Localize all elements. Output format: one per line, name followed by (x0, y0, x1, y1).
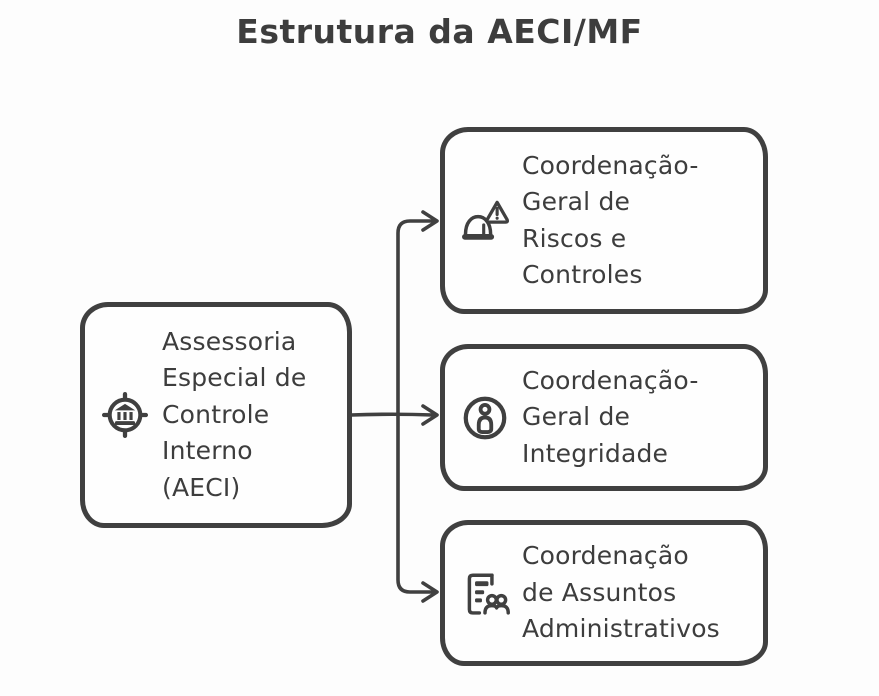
document-people-icon (459, 564, 511, 622)
arrowhead-administrativos (421, 581, 439, 603)
node-aeci-label: Assessoria Especial de Controle Interno … (162, 326, 307, 502)
chart-title: Estrutura da AECI/MF (236, 12, 643, 51)
node-aeci: Assessoria Especial de Controle Interno … (80, 302, 352, 528)
person-in-circle-icon (459, 389, 511, 447)
arrowhead-integridade (421, 404, 439, 426)
node-riscos-controles: Coordenação- Geral de Riscos e Controles (440, 127, 768, 314)
node-integridade-label: Coordenação- Geral de Integridade (522, 365, 699, 468)
safety-helmet-warning-icon (459, 192, 511, 250)
node-riscos-label: Coordenação- Geral de Riscos e Controles (522, 150, 699, 290)
node-admin-label: Coordenação de Assuntos Administrativos (522, 541, 720, 644)
node-assuntos-administrativos: Coordenação de Assuntos Administrativos (440, 520, 768, 666)
arrowhead-riscos (421, 210, 439, 232)
landmark-target-icon (99, 386, 151, 444)
edge-root-to-riscos (396, 219, 435, 417)
node-integridade: Coordenação- Geral de Integridade (440, 344, 768, 491)
edge-root-to-integridade (349, 412, 435, 417)
edge-root-to-administrativos (396, 413, 435, 594)
